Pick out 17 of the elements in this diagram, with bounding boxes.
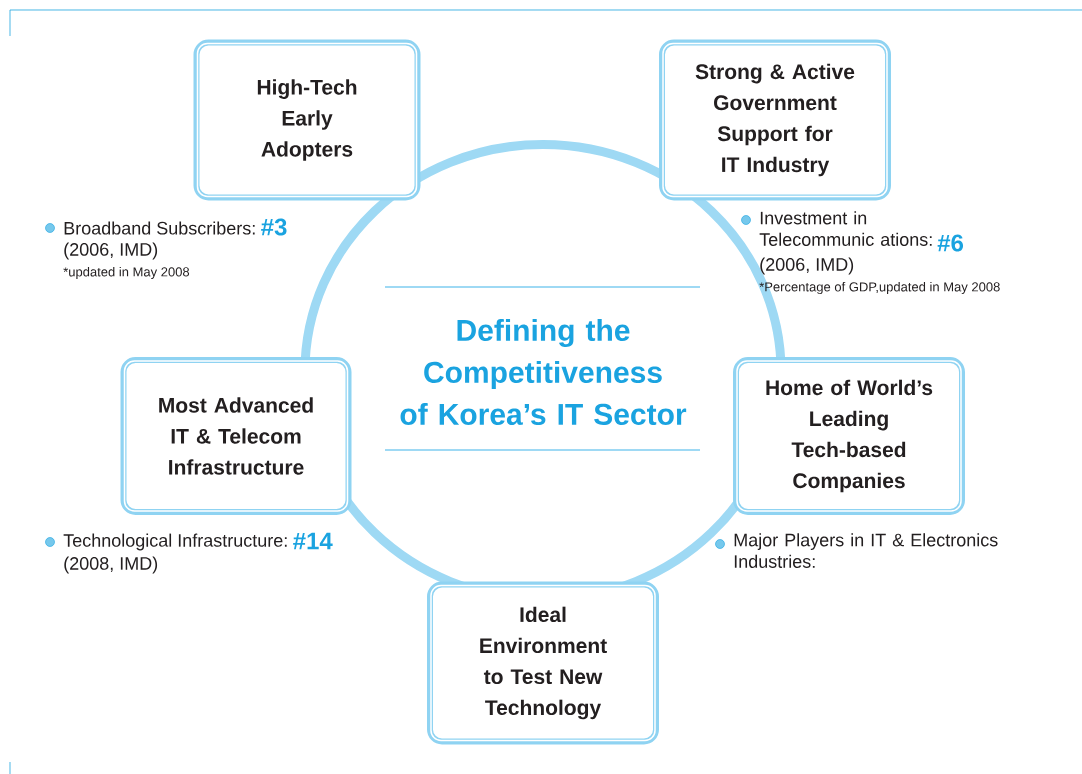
footnote-text: *updated in May 2008 bbox=[63, 266, 190, 280]
note-text: Investment in Telecommunic ations: bbox=[759, 211, 932, 246]
footnote-text: *Percentage of GDP,updated in May 2008 bbox=[759, 281, 1000, 295]
ranking-number: #14 bbox=[293, 532, 333, 550]
note-text: (2006, IMD) bbox=[760, 257, 854, 275]
note-text: Technological Infrastructure: bbox=[63, 533, 287, 551]
ranking-number: #3 bbox=[261, 218, 287, 236]
rounded-box: Most Advanced IT & Telecom Infrastructure bbox=[120, 357, 352, 515]
rounded-box: Home of World’s Leading Tech-based Companies bbox=[733, 357, 965, 515]
note-text: Major Players in IT & Electronics Industries: bbox=[734, 533, 998, 568]
note-text: Broadband Subscribers: bbox=[64, 221, 255, 235]
rounded-box: Strong & Active Government Support for IT Industry bbox=[659, 39, 891, 201]
note-text: (2006, IMD) bbox=[64, 242, 158, 260]
rounded-box: Ideal Environment to Test New Technology bbox=[427, 581, 659, 745]
note-text: (2008, IMD) bbox=[64, 556, 158, 574]
rounded-box: High-Tech Early Adopters bbox=[193, 39, 421, 201]
ranking-number: #6 bbox=[937, 234, 964, 252]
